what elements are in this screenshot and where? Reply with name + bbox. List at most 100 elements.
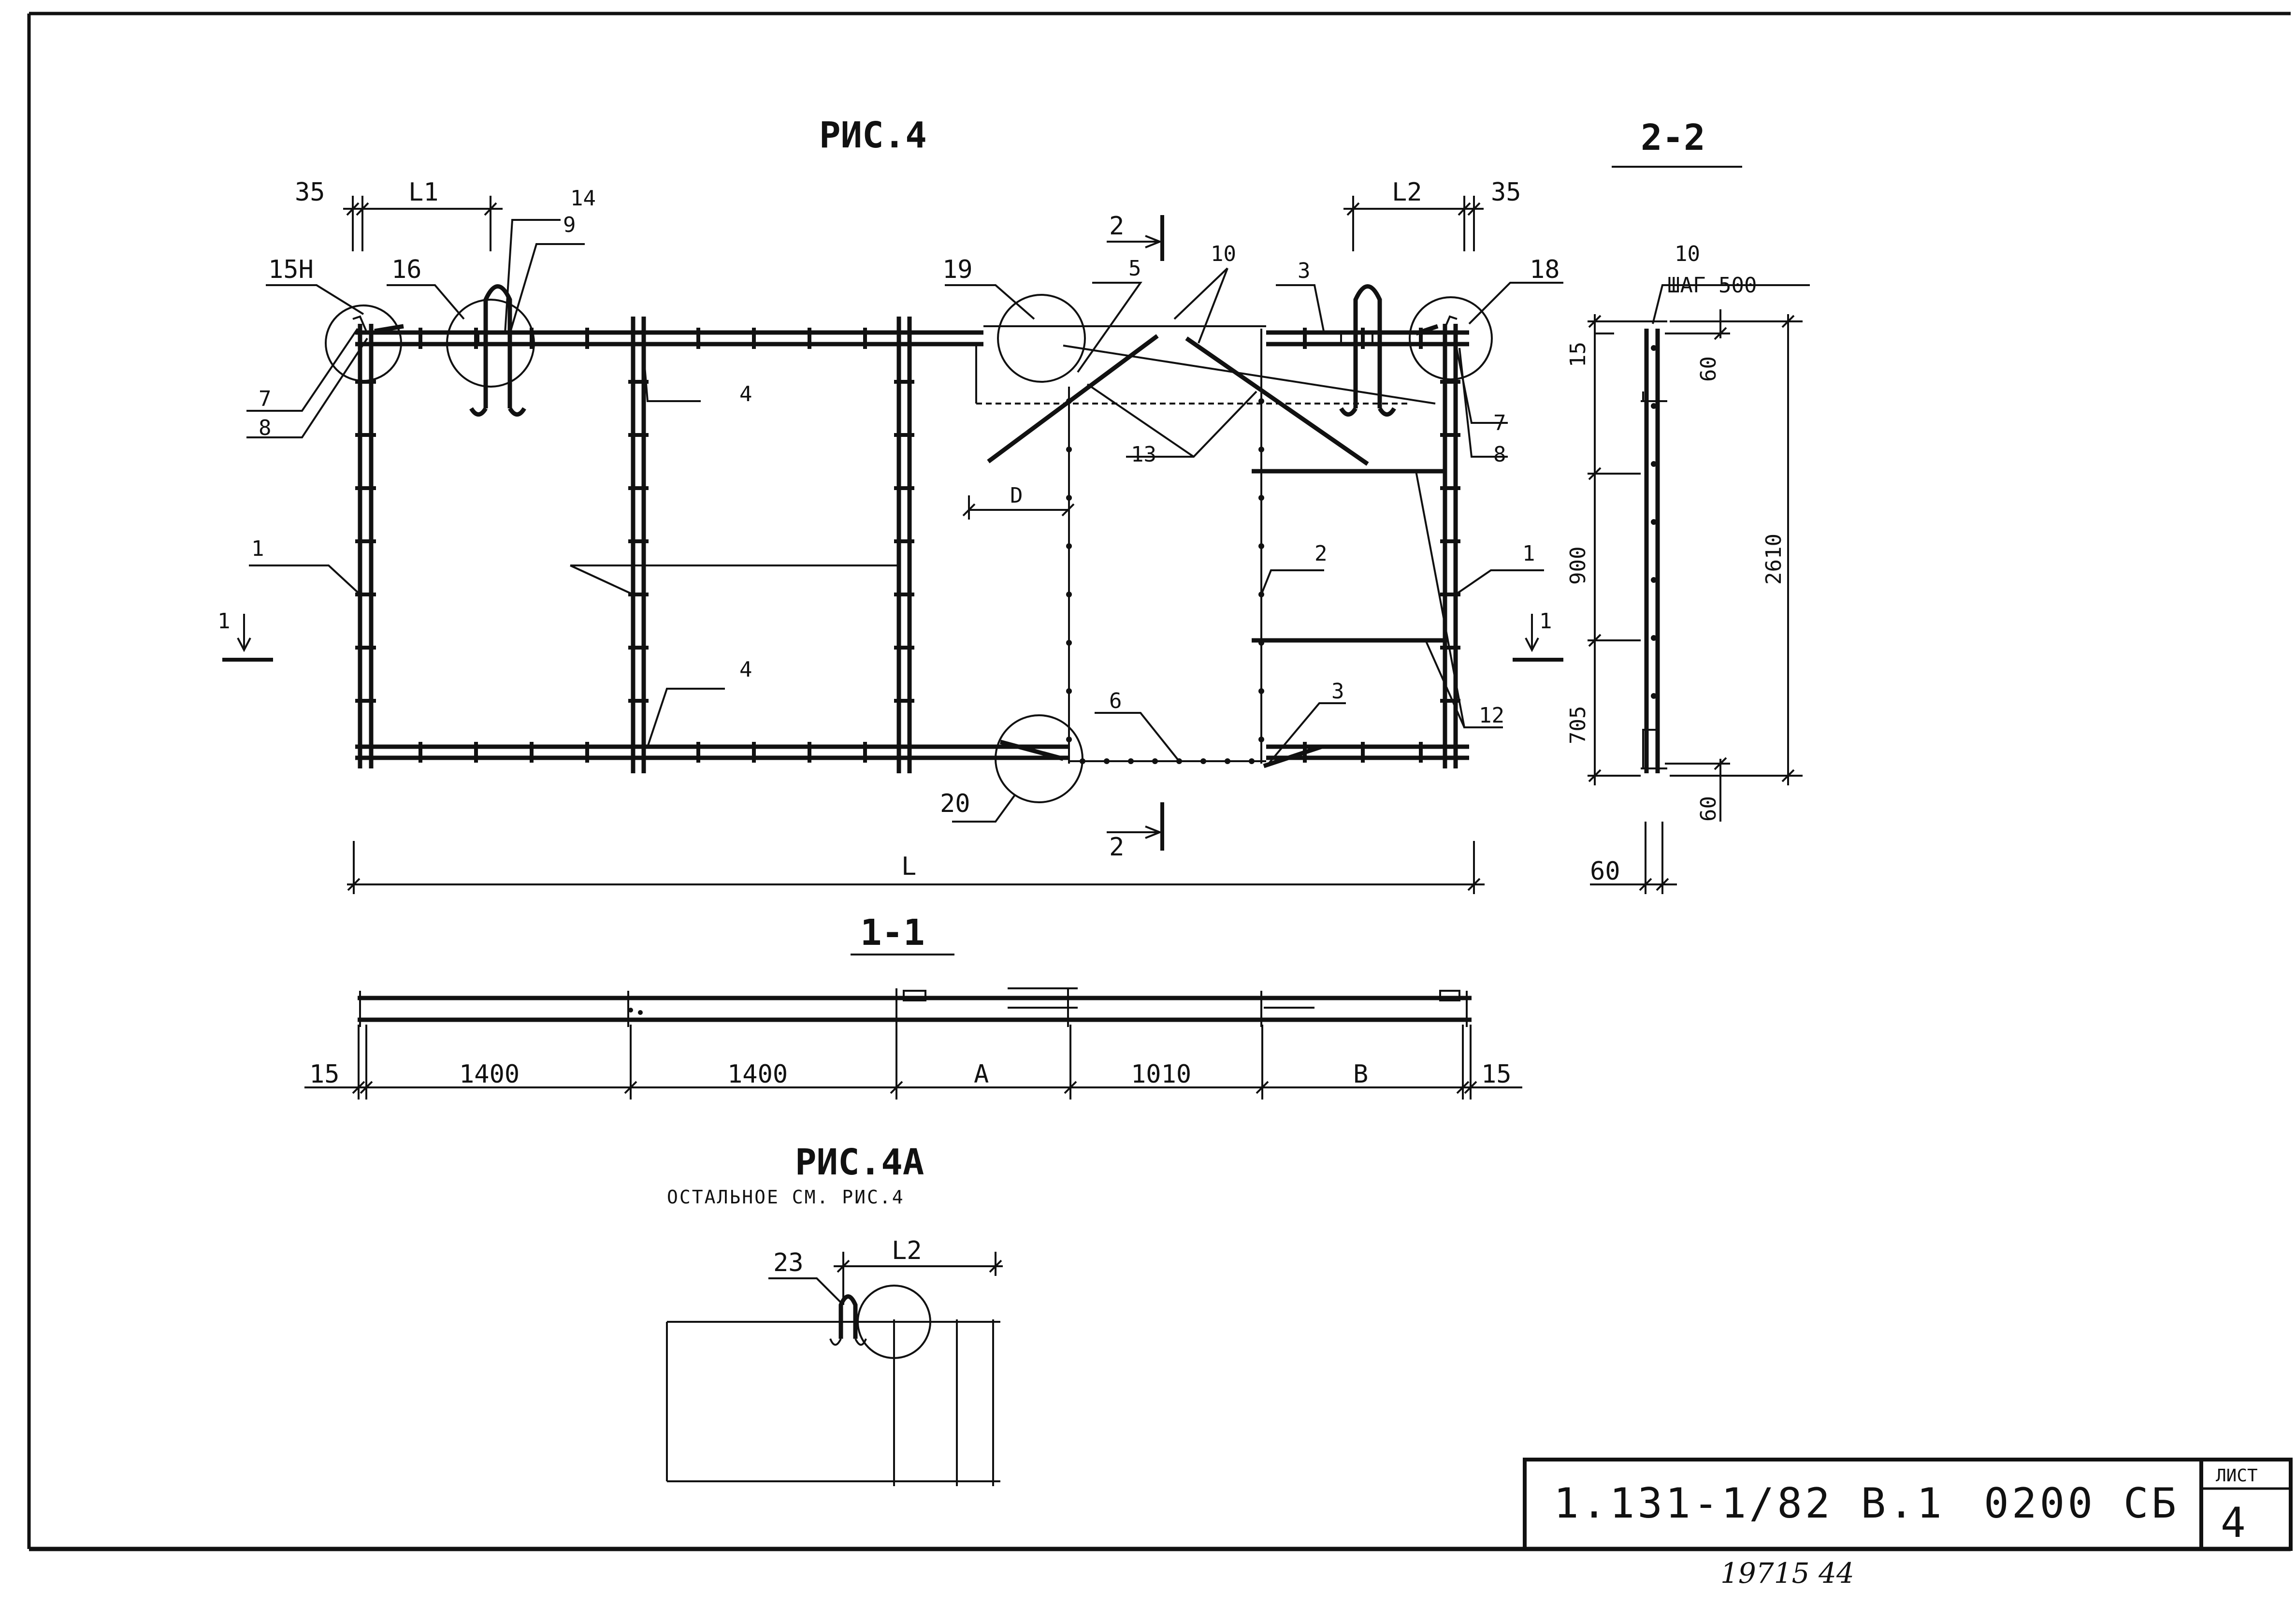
title-fig4a: РИС.4А [795, 1142, 924, 1183]
fig4a-detail: L2 23 [666, 1236, 1003, 1486]
rebar-dot [1066, 447, 1072, 452]
pos-8-right: 8 [1493, 442, 1506, 467]
note-fig4a: ОСТАЛЬНОЕ СМ. РИС.4 [667, 1186, 905, 1208]
rebar-dot [1651, 519, 1657, 525]
svg-text:L: L [901, 852, 916, 881]
rebar-dot [1249, 758, 1255, 764]
pos-14: 14 [570, 186, 596, 211]
pos-1-left: 1 [251, 536, 264, 561]
sheet-frame [27, 12, 2291, 1551]
title-section-2-2: 2-2 [1641, 117, 1705, 159]
s11-d15-left: 15 [309, 1060, 340, 1089]
s11-d15-right: 15 [1481, 1060, 1512, 1089]
rebar-dot [1128, 758, 1134, 764]
pos-13: 13 [1131, 442, 1156, 467]
pos-9: 9 [563, 213, 576, 237]
s11-dB: В [1353, 1060, 1368, 1089]
detail-circles [325, 294, 1493, 803]
rebar-dot [1258, 737, 1264, 742]
pos-4-bottom: 4 [739, 657, 752, 682]
title-section-1-1: 1-1 [860, 912, 925, 954]
rebar-dot [1152, 758, 1158, 764]
pos-2: 2 [1314, 541, 1328, 566]
pos-10: 10 [1211, 242, 1236, 266]
rebar-dot [1651, 693, 1657, 699]
s22-pos10: 10 [1675, 242, 1700, 266]
rebar-dot [1651, 345, 1657, 351]
rebar-dot [1066, 688, 1072, 694]
s22-d60-width: 60 [1590, 857, 1620, 886]
dim-top-left: 35 L1 [295, 178, 503, 251]
pos-3-bottom: 3 [1331, 679, 1344, 704]
svg-text:1: 1 [217, 609, 231, 634]
rebar-dot [1066, 640, 1072, 646]
rebar-dot [1258, 543, 1264, 549]
rebar-dot [1258, 398, 1264, 404]
rebar-dot [1258, 447, 1264, 452]
pos-7-right: 7 [1493, 411, 1506, 435]
pos-1-right: 1 [1522, 541, 1535, 566]
s22-d15: 15 [1566, 342, 1590, 367]
dim-35-left: 35 [295, 178, 325, 207]
pos-5: 5 [1128, 256, 1141, 281]
rebar-dot [1258, 640, 1264, 646]
pos-23: 23 [773, 1248, 804, 1277]
rebar-dot [1651, 635, 1657, 641]
rebar-dot [1066, 398, 1072, 404]
title-block-doc: 0200 СБ [1984, 1479, 2179, 1528]
section-1-1: 15 1400 1400 А 1010 В 15 [304, 987, 1522, 1100]
s11-d1010: 1010 [1131, 1060, 1191, 1089]
title-block: 1.131-1/82 В.1 0200 СБ ЛИСТ 4 [1523, 1458, 2293, 1551]
rebar-dot [1258, 495, 1264, 501]
leader-lines [246, 219, 1563, 823]
s22-d705: 705 [1566, 706, 1590, 744]
rebar-dot [1066, 737, 1072, 742]
footer-stamp: 19715 44 [1720, 1557, 1854, 1590]
dim-overall-L: L [347, 841, 1485, 894]
rebar-dot [1225, 758, 1230, 764]
title-fig4: РИС.4 [819, 115, 927, 156]
pos-8-left: 8 [259, 416, 272, 440]
pos-18: 18 [1530, 255, 1560, 284]
section-mark-1-left: 1 [217, 609, 273, 662]
pos-16: 16 [391, 255, 422, 284]
dim-L2: L2 [1392, 178, 1422, 207]
section-mark-2-top: 2 [1107, 212, 1164, 261]
section-2-2: 10 ШАГ 500 15 60 900 705 2610 60 60 [1566, 242, 1810, 894]
s22-d60-top: 60 [1696, 356, 1721, 382]
fig4a-L2: L2 [892, 1236, 922, 1265]
svg-text:2: 2 [1109, 212, 1124, 241]
s11-dA: А [974, 1060, 989, 1089]
dim-35-right: 35 [1491, 178, 1521, 207]
s11-d1400-b: 1400 [727, 1060, 788, 1089]
pos-D: D [1010, 483, 1023, 508]
pos-6: 6 [1109, 689, 1122, 713]
title-block-sheet-label: ЛИСТ [2216, 1466, 2258, 1486]
rebar-dot [1651, 461, 1657, 467]
s11-d1400-a: 1400 [459, 1060, 520, 1089]
rebar-dot [1651, 403, 1657, 409]
pos-20: 20 [940, 789, 970, 818]
s22-d2610: 2610 [1762, 534, 1786, 585]
rebar-dot [1200, 758, 1206, 764]
svg-text:1: 1 [1539, 609, 1552, 634]
svg-text:2: 2 [1109, 833, 1124, 862]
rebar-dot [1651, 577, 1657, 583]
title-block-sheet-no: 4 [2221, 1499, 2249, 1547]
rebar-dot [1066, 495, 1072, 501]
rebar-dot [1066, 592, 1072, 597]
section-mark-2-bottom: 2 [1107, 802, 1164, 862]
rebar-dot [1104, 758, 1110, 764]
s22-step: ШАГ 500 [1667, 273, 1757, 298]
pos-15H: 15Н [268, 255, 314, 284]
pos-3-top: 3 [1298, 259, 1311, 283]
position-labels: 15Н 16 14 9 7 8 19 5 10 3 18 7 8 13 4 4 … [251, 186, 1560, 818]
section-mark-1-right: 1 [1513, 609, 1563, 662]
pos-7-left: 7 [259, 387, 272, 411]
pos-4-top: 4 [739, 382, 752, 406]
s22-d900: 900 [1566, 547, 1590, 585]
pos-12: 12 [1479, 703, 1504, 728]
title-block-code: 1.131-1/82 В.1 [1554, 1479, 1945, 1528]
stirrup-ticks [355, 328, 1657, 764]
